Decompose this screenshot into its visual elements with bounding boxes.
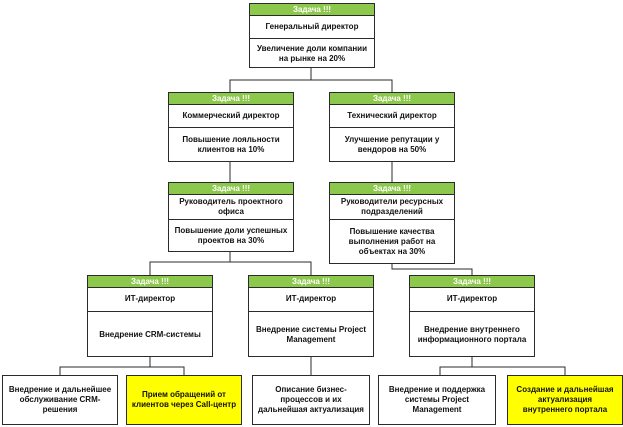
connector-res-it3 <box>391 264 473 275</box>
task-header: Задача !!! <box>330 93 454 105</box>
role-label: Руководители ресурсных подразделений <box>330 194 454 220</box>
role-label: Руководитель проектного офиса <box>169 194 293 220</box>
connector-it3-l5 <box>472 366 566 375</box>
leaf-task-l1: Внедрение и дальнейшее обслуживание CRM-… <box>2 375 118 425</box>
connector-it1-l1 <box>59 357 151 375</box>
task-header: Задача !!! <box>250 4 374 16</box>
task-header: Задача !!! <box>330 183 454 195</box>
task-header: Задача !!! <box>169 93 293 105</box>
task-label: Повышение качества выполнения работ на о… <box>348 227 436 256</box>
leaf-task-l2: Прием обращений от клиентов через Call-ц… <box>126 375 242 425</box>
connector-pmo-it1 <box>149 252 231 275</box>
task-label: Внедрение системы Project Management <box>255 324 367 344</box>
role-label: ИТ-директор <box>249 287 373 312</box>
role-label: ИТ-директор <box>410 287 534 312</box>
task-header: Задача !!! <box>249 276 373 288</box>
task-label: Повышение доли успешных проектов на 30% <box>174 226 288 245</box>
role-label: Технический директор <box>330 104 454 128</box>
leaf-task-l3: Описание бизнес-процессов и их дальнейша… <box>252 375 370 425</box>
role-label: Генеральный директор <box>250 15 374 39</box>
task-label: Увеличение доли компании на рынке на 20% <box>257 43 367 63</box>
goal-node-res: Задача !!!Руководители ресурсных подразд… <box>329 182 455 264</box>
task-label: Улучшение репутации у вендоров на 50% <box>344 135 440 154</box>
connector-ceo-cco <box>229 68 312 92</box>
role-label: Коммерческий директор <box>169 104 293 128</box>
task-header: Задача !!! <box>410 276 534 288</box>
connector-it3-l4 <box>439 357 473 375</box>
connector-pmo-it2 <box>230 261 312 275</box>
connector-ceo-cto <box>311 79 393 92</box>
leaf-task-l5: Создание и дальнейшая актуализация внутр… <box>507 375 623 425</box>
connector-it1-l2 <box>150 366 185 375</box>
task-label: Внедрение CRM-системы <box>99 329 201 339</box>
task-label: Внедрение внутреннего информационного по… <box>417 324 527 344</box>
task-header: Задача !!! <box>169 183 293 195</box>
task-header: Задача !!! <box>88 276 212 288</box>
leaf-task-l4: Внедрение и поддержка системы Project Ma… <box>378 375 496 425</box>
role-label: ИТ-директор <box>88 287 212 312</box>
task-label: Повышение лояльности клиентов на 10% <box>182 135 280 154</box>
